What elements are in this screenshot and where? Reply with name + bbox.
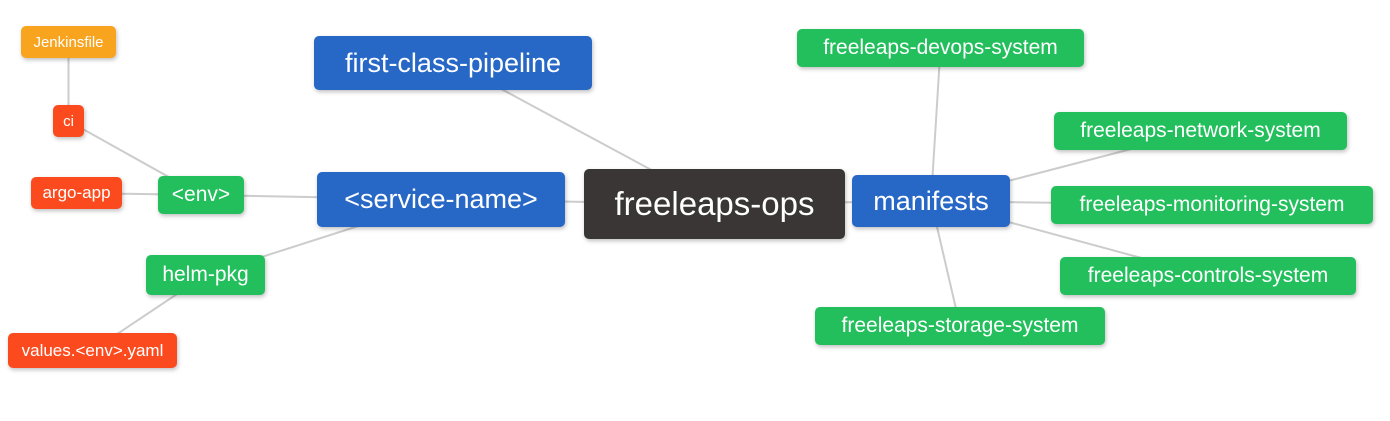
node-label: freeleaps-storage-system — [841, 314, 1079, 337]
node-values-env-yaml[interactable]: values.<env>.yaml — [8, 333, 177, 368]
node-argo-app[interactable]: argo-app — [31, 177, 122, 209]
node-env[interactable]: <env> — [158, 176, 244, 214]
node-first-class-pipeline[interactable]: first-class-pipeline — [314, 36, 592, 90]
node-label: freeleaps-devops-system — [823, 36, 1058, 59]
node-label: argo-app — [42, 183, 111, 202]
node-freeleaps-monitoring-system[interactable]: freeleaps-monitoring-system — [1051, 186, 1373, 224]
node-freeleaps-ops[interactable]: freeleaps-ops — [584, 169, 845, 239]
node-label: freeleaps-network-system — [1080, 119, 1321, 142]
node-manifests[interactable]: manifests — [852, 175, 1010, 227]
node-label: freeleaps-controls-system — [1087, 264, 1329, 287]
node-label: helm-pkg — [162, 263, 249, 286]
node-label: Jenkinsfile — [33, 33, 104, 51]
node-freeleaps-devops-system[interactable]: freeleaps-devops-system — [797, 29, 1084, 67]
node-freeleaps-controls-system[interactable]: freeleaps-controls-system — [1060, 257, 1356, 295]
node-label: values.<env>.yaml — [21, 340, 164, 360]
node-label: <env> — [171, 183, 231, 206]
node-ci[interactable]: ci — [53, 105, 84, 137]
node-label: freeleaps-ops — [614, 185, 815, 222]
node-freeleaps-network-system[interactable]: freeleaps-network-system — [1054, 112, 1347, 150]
node-label: ci — [63, 112, 74, 130]
node-freeleaps-storage-system[interactable]: freeleaps-storage-system — [815, 307, 1105, 345]
node-label: freeleaps-monitoring-system — [1079, 193, 1345, 216]
node-label: first-class-pipeline — [344, 47, 562, 78]
node-label: <service-name> — [344, 184, 538, 214]
node-jenkinsfile[interactable]: Jenkinsfile — [21, 26, 116, 58]
node-helm-pkg[interactable]: helm-pkg — [146, 255, 265, 295]
node-label: manifests — [873, 185, 989, 216]
node-service-name[interactable]: <service-name> — [317, 172, 565, 227]
